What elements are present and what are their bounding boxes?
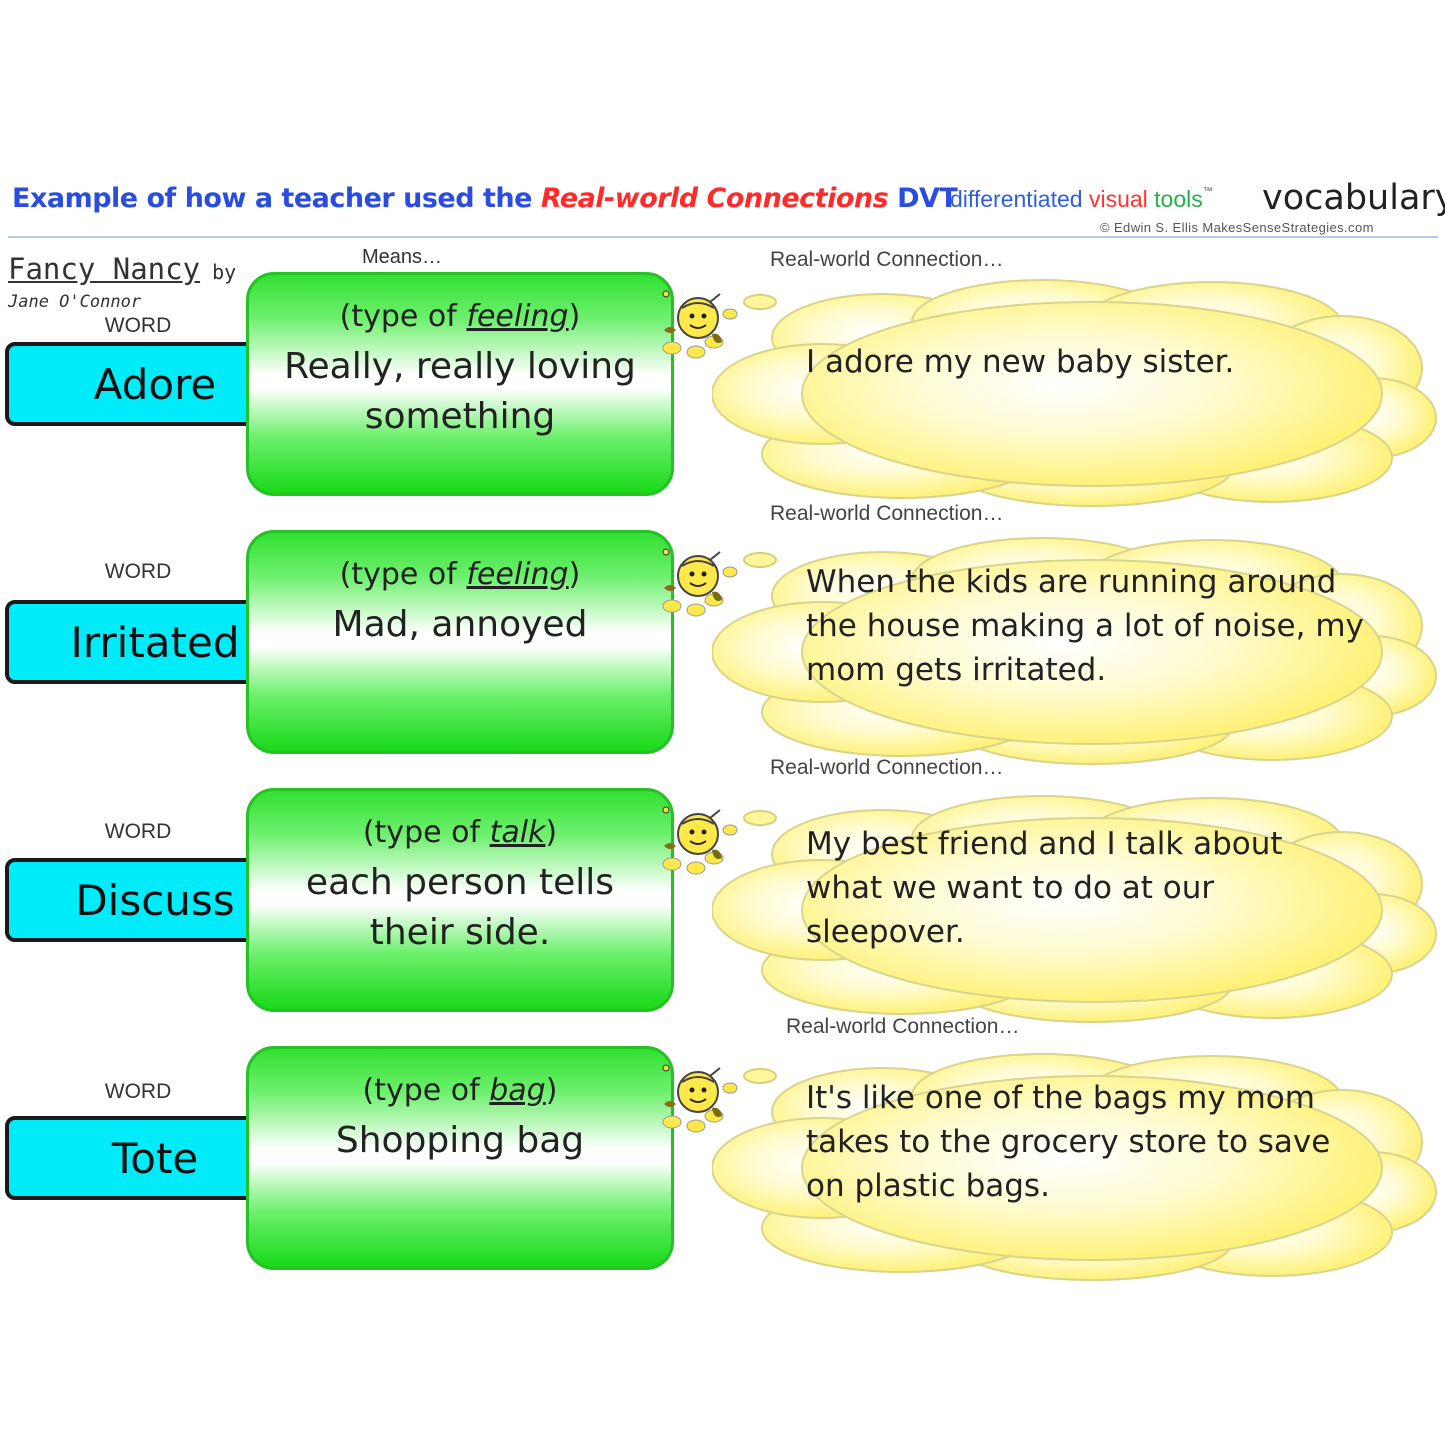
type-keyword: feeling	[466, 299, 569, 334]
title-prefix: Example of how a teacher used the	[12, 183, 541, 214]
definition: Shopping bag	[335, 1120, 585, 1161]
type-keyword: talk	[489, 815, 546, 850]
type-prefix: (type of	[362, 815, 490, 850]
thought-cloud	[712, 795, 1437, 1023]
real-world-label: Real-world Connection…	[770, 756, 1004, 779]
real-world-label: Real-world Connection…	[770, 502, 1004, 525]
bee-icon	[662, 806, 738, 875]
means-label: Means…	[362, 246, 443, 268]
word-label: WORD	[104, 314, 172, 337]
type-of-line: (type of talk)	[249, 815, 671, 850]
book-title: Fancy Nancy by	[8, 252, 236, 286]
real-world-connection-text: I adore my new baby sister.	[806, 344, 1235, 380]
type-suffix: )	[568, 299, 581, 334]
topic-label: vocabulary	[1262, 178, 1445, 218]
word-label: WORD	[104, 820, 172, 843]
brand-word-tools: tools	[1154, 186, 1203, 212]
real-world-label: Real-world Connection…	[770, 248, 1004, 271]
definition: Really, really loving something	[284, 346, 636, 437]
brand-word-visual: visual	[1088, 186, 1148, 212]
brand-logo: differentiated visual tools™	[950, 186, 1213, 213]
thought-cloud	[712, 537, 1437, 765]
meaning-box: (type of feeling) Really, really loving …	[246, 272, 674, 496]
meaning-box: (type of talk) each person tells their s…	[246, 788, 674, 1012]
type-of-line: (type of feeling)	[249, 299, 671, 334]
definition: each person tells their side.	[305, 862, 615, 953]
bee-icon	[662, 1064, 738, 1133]
type-of-line: (type of bag)	[249, 1073, 671, 1108]
type-suffix: )	[568, 557, 581, 592]
type-suffix: )	[545, 815, 558, 850]
real-world-label: Real-world Connection…	[786, 1015, 1020, 1038]
word-label: WORD	[104, 560, 172, 583]
real-world-connection-text: When the kids are running around the hou…	[806, 564, 1364, 688]
word-label: WORD	[104, 1080, 172, 1103]
bee-icon	[662, 548, 738, 617]
meaning-box: (type of bag) Shopping bag	[246, 1046, 674, 1270]
title-highlight: Real-world Connections	[540, 183, 889, 214]
book-title-text: Fancy Nancy	[8, 252, 201, 286]
definition: Mad, annoyed	[332, 604, 588, 645]
bee-icon	[662, 290, 738, 359]
type-suffix: )	[545, 1073, 558, 1108]
type-prefix: (type of	[339, 299, 467, 334]
title-suffix: DVT	[888, 183, 958, 214]
real-world-connection-text: My best friend and I talk about what we …	[806, 826, 1283, 950]
header-divider	[8, 236, 1438, 238]
thought-cloud	[712, 279, 1437, 507]
copyright: © Edwin S. Ellis MakesSenseStrategies.co…	[1100, 220, 1374, 235]
type-prefix: (type of	[339, 557, 467, 592]
type-of-line: (type of feeling)	[249, 557, 671, 592]
type-keyword: feeling	[466, 557, 569, 592]
brand-word-differentiated: differentiated	[950, 186, 1083, 212]
type-prefix: (type of	[362, 1073, 490, 1108]
meaning-box: (type of feeling) Mad, annoyed	[246, 530, 674, 754]
page-title: Example of how a teacher used the Real-w…	[12, 183, 958, 214]
real-world-connection-text: It's like one of the bags my mom takes t…	[806, 1080, 1331, 1204]
thought-cloud	[712, 1053, 1437, 1281]
book-author: Jane O'Connor	[8, 292, 142, 312]
trademark: ™	[1202, 186, 1213, 197]
book-by: by	[212, 260, 237, 284]
type-keyword: bag	[489, 1073, 546, 1108]
